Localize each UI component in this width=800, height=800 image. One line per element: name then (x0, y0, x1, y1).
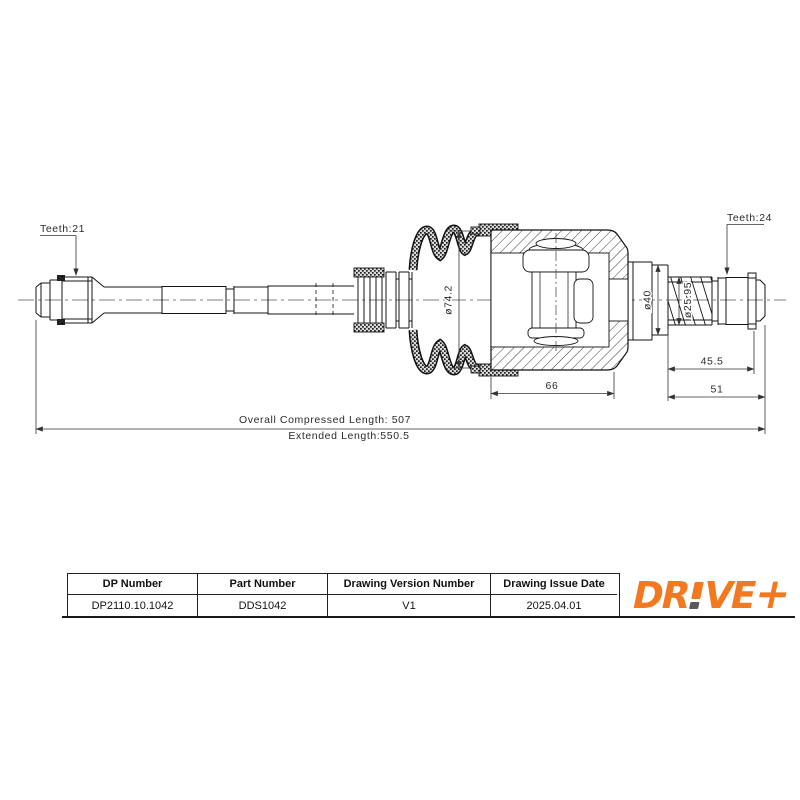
teeth-right-text: Teeth:24 (727, 212, 772, 224)
dim-overall-length: Overall Compressed Length: 507 Extended … (35, 320, 766, 444)
dia-boot-text: ø74.2 (443, 285, 455, 315)
bellows-bottom (408, 329, 493, 376)
teeth-left-text: Teeth:21 (40, 223, 85, 235)
title-block-table: DP Number Part Number Drawing Version Nu… (67, 573, 620, 617)
extended-length-text: Extended Length:550.5 (288, 430, 409, 442)
brand-logo: DR VE + (628, 569, 798, 618)
len-housing-text: 66 (546, 380, 559, 392)
compressed-length-text: Overall Compressed Length: 507 (239, 414, 411, 426)
header-issue-date: Drawing Issue Date (491, 574, 617, 595)
dimensions: Teeth:21 Teeth:24 ø74.2 ø40 (35, 212, 772, 444)
header-part-number: Part Number (198, 574, 328, 595)
dim-stub-length: 51 (667, 325, 766, 434)
boot-small-clamp (353, 267, 385, 278)
tripod-bearing (522, 233, 594, 352)
left-spline-end (35, 275, 93, 325)
len-stub-text: 51 (711, 384, 724, 396)
value-issue-date: 2025.04.01 (526, 599, 582, 612)
dim-spline-length: 45.5 (667, 329, 755, 401)
boot-small-clamp (353, 322, 385, 333)
shaft (91, 276, 354, 324)
logo-exclamation-dot (689, 601, 700, 609)
logo-exclamation-bar (691, 581, 705, 599)
logo-text-ve: VE (699, 573, 759, 617)
label-teeth-right: Teeth:24 (724, 212, 772, 275)
value-drawing-version: V1 (328, 595, 491, 616)
dia-spline-text: ø25.95 (682, 282, 694, 318)
logo-text-dr: DR (628, 573, 693, 617)
dim-boot-diameter: ø74.2 (441, 230, 470, 369)
len-spline-text: 45.5 (701, 356, 724, 368)
dim-spline-diameter: ø25.95 (676, 276, 696, 326)
value-dp-number: DP2110.10.1042 (68, 595, 198, 616)
dim-housing-length: 66 (490, 372, 615, 399)
value-part-number: DDS1042 (198, 595, 328, 616)
header-dp-number: DP Number (68, 574, 198, 595)
dim-stub-diameter: ø40 (640, 264, 661, 336)
spline-section (668, 276, 713, 326)
output-shaft (628, 261, 766, 341)
sheet-bottom-rule (62, 615, 795, 618)
header-drawing-version: Drawing Version Number (328, 574, 491, 595)
bellows-top (408, 224, 493, 271)
label-teeth-left: Teeth:21 (40, 223, 85, 276)
housing-bore (608, 278, 629, 322)
dia-stub-text: ø40 (642, 290, 654, 310)
